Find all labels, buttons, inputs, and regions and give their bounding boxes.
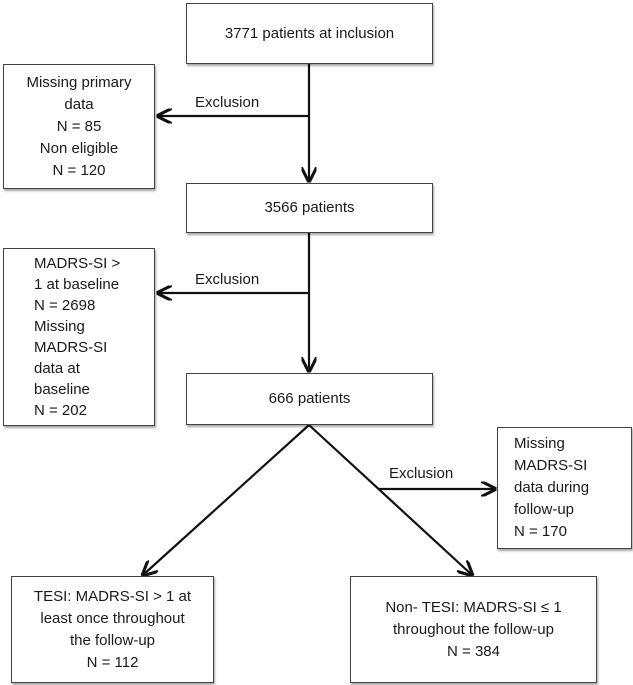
box-text: N = 120 xyxy=(52,161,106,179)
exclusion-box-3: Missing MADRS-SI data during follow-up N… xyxy=(497,427,632,549)
box-text: least once throughout xyxy=(40,609,185,627)
exclusion-label-2: Exclusion xyxy=(195,271,260,288)
box-text: TESI: MADRS-SI > 1 at xyxy=(33,587,192,605)
box-text: throughout the follow-up xyxy=(393,620,554,638)
box-text: N = 85 xyxy=(56,117,102,135)
box-text: N = 112 xyxy=(86,653,139,671)
box-text: 1 at baseline xyxy=(34,276,120,293)
box-text: Non eligible xyxy=(39,139,119,157)
box-text: N = 202 xyxy=(34,402,87,419)
inclusion-box: 3771 patients at inclusion xyxy=(186,3,433,64)
box-text: Missing primary xyxy=(26,73,132,91)
arrow-666-to-tesi xyxy=(143,424,310,575)
box-text: 666 patients xyxy=(268,390,351,407)
box-text: data xyxy=(64,95,94,113)
box-text: MADRS-SI xyxy=(514,457,588,474)
exclusion-label-1: Exclusion xyxy=(195,94,260,111)
arrow-666-to-nontesi xyxy=(308,424,472,575)
exclusion-box-2: MADRS-SI > 1 at baseline N = 2698 Missin… xyxy=(3,248,155,426)
box-text: Missing xyxy=(34,318,85,335)
box-text: 3771 patients at inclusion xyxy=(224,24,395,42)
box-text: Missing xyxy=(514,435,565,452)
patients-3566-box: 3566 patients xyxy=(186,183,433,233)
box-text: follow-up xyxy=(514,501,575,518)
box-text: N = 170 xyxy=(514,523,567,540)
tesi-box: TESI: MADRS-SI > 1 at least once through… xyxy=(11,576,214,683)
box-text: 3566 patients xyxy=(264,199,355,216)
exclusion-box-1: Missing primary data N = 85 Non eligible… xyxy=(3,64,155,189)
box-text: Non- TESI: MADRS-SI ≤ 1 xyxy=(385,598,562,616)
box-text: N = 384 xyxy=(447,642,500,660)
box-text: MADRS-SI xyxy=(34,339,108,356)
box-text: baseline xyxy=(34,381,90,398)
box-text: data at xyxy=(34,360,80,377)
box-text: the follow-up xyxy=(69,631,156,649)
exclusion-label-3: Exclusion xyxy=(389,465,454,482)
non-tesi-box: Non- TESI: MADRS-SI ≤ 1 throughout the f… xyxy=(350,576,597,683)
box-text: data during xyxy=(514,479,590,496)
patients-666-box: 666 patients xyxy=(186,373,433,425)
box-text: N = 2698 xyxy=(34,297,96,314)
box-text: MADRS-SI > xyxy=(34,255,121,272)
